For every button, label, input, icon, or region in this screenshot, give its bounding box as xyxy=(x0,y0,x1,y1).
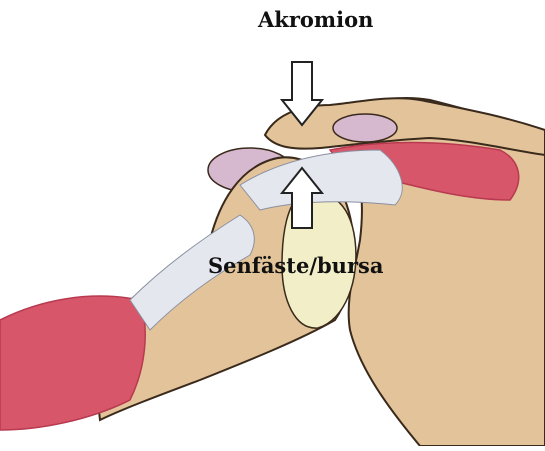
acromion-label: Akromion xyxy=(258,7,373,32)
bursa xyxy=(333,114,397,142)
tendon-bursa-label: Senfäste/bursa xyxy=(208,253,383,278)
